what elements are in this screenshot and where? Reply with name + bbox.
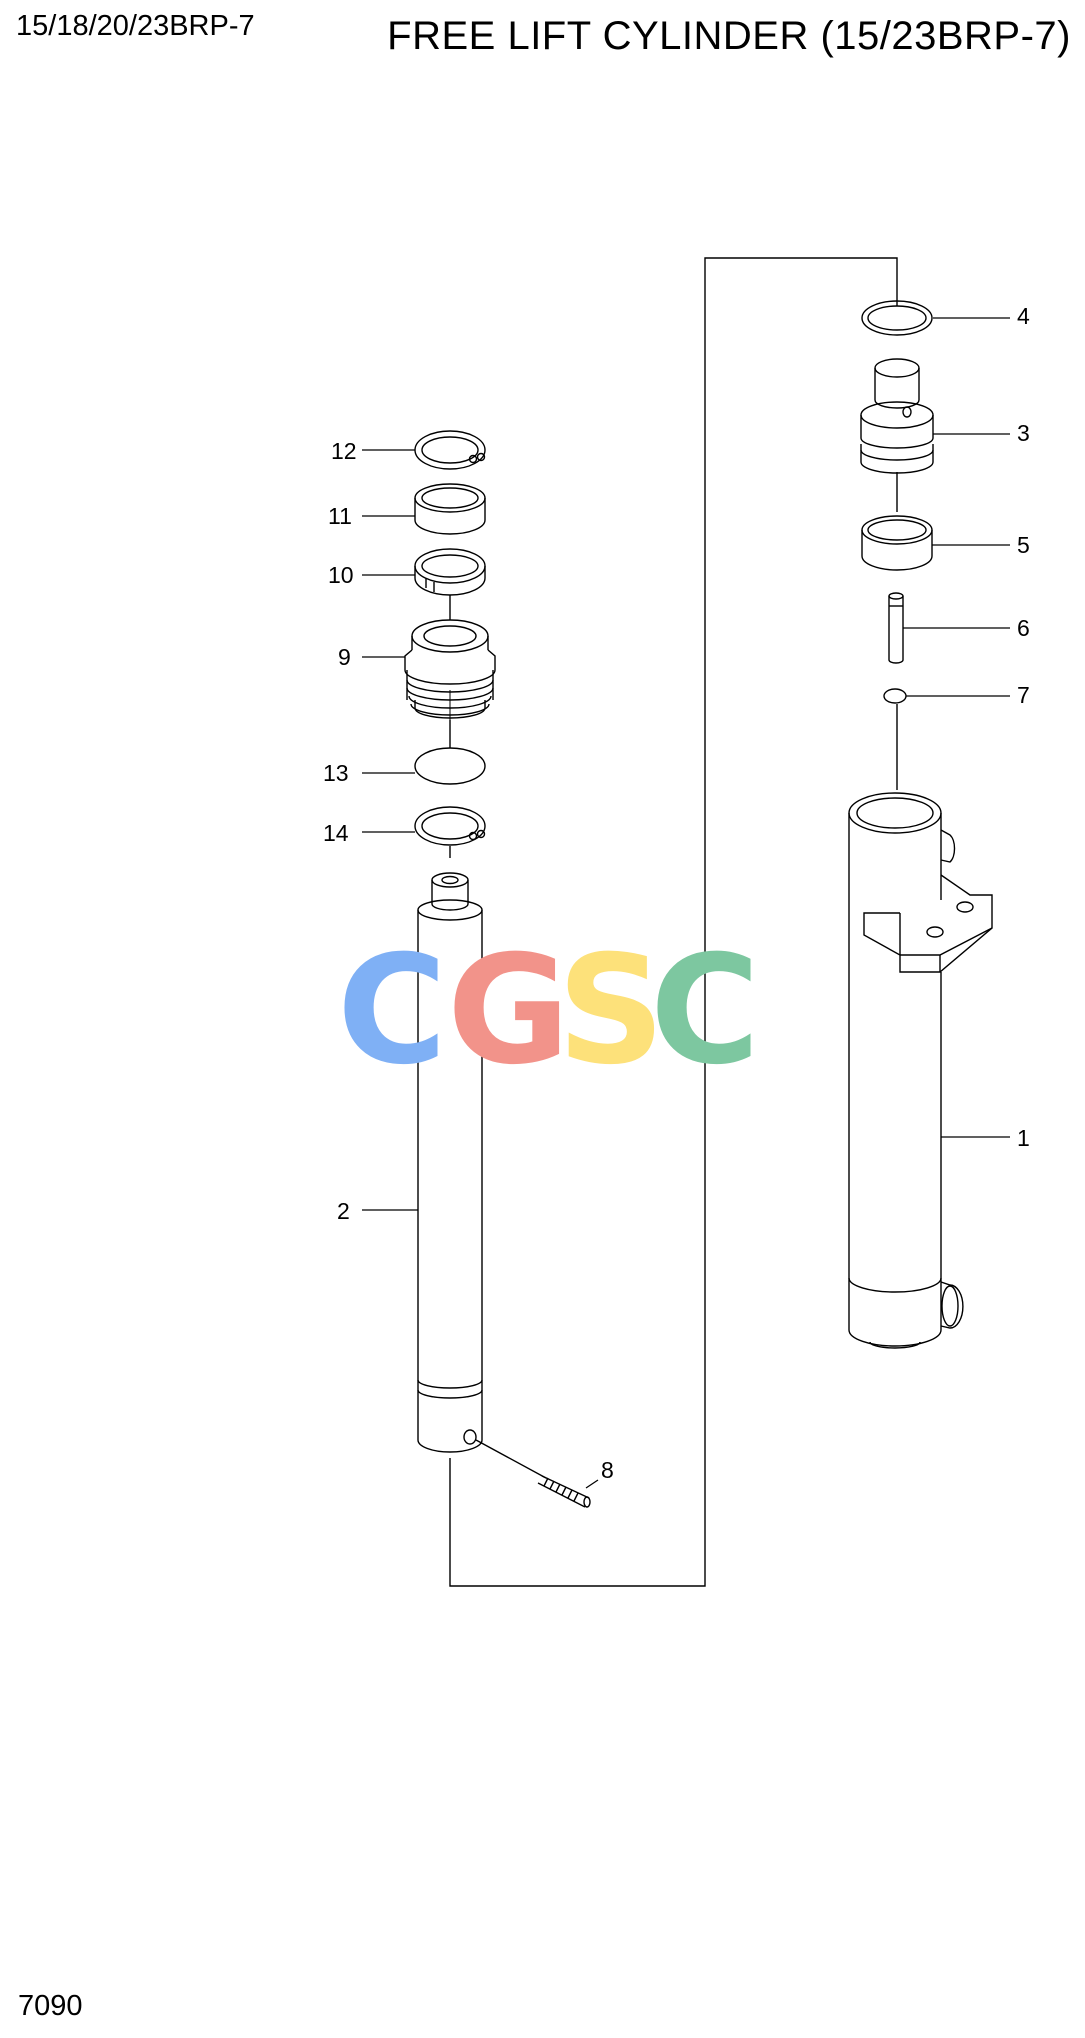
callout-11: 11 <box>328 503 352 529</box>
callout-12: 12 <box>331 438 357 464</box>
watermark-letter-g: G <box>447 924 570 1098</box>
part-10-split-ring <box>414 548 486 596</box>
part-7-o-ring <box>883 688 907 704</box>
callout-4: 4 <box>1017 303 1030 329</box>
callout-3: 3 <box>1017 420 1030 446</box>
callout-14: 14 <box>323 820 349 846</box>
part-4-ring <box>861 300 933 336</box>
callout-5: 5 <box>1017 532 1030 558</box>
part-1-cylinder-tube <box>848 792 993 1349</box>
callout-1: 1 <box>1017 1125 1030 1151</box>
part-6-pin <box>888 592 904 664</box>
watermark-letter-s: S <box>557 924 665 1098</box>
part-12-snap-ring <box>414 430 486 470</box>
callout-13: 13 <box>323 760 349 786</box>
callout-2: 2 <box>337 1198 350 1224</box>
callout-9: 9 <box>338 644 351 670</box>
part-2-plunger <box>417 872 483 1453</box>
callout-8: 8 <box>601 1457 614 1483</box>
cgsc-watermark: C G S C <box>337 924 760 1098</box>
callout-7: 7 <box>1017 682 1030 708</box>
callout-10: 10 <box>328 562 354 588</box>
part-3-piston <box>860 358 934 474</box>
part-11-bushing <box>414 483 486 535</box>
callout-6: 6 <box>1017 615 1030 641</box>
part-8-set-screw <box>475 1439 591 1508</box>
watermark-letter-c1: C <box>337 924 447 1098</box>
part-13-o-ring <box>414 747 486 785</box>
callout-leaders <box>362 317 1010 1489</box>
diagram-title: FREE LIFT CYLINDER (15/23BRP-7) <box>387 14 1071 58</box>
watermark-letter-c2: C <box>650 924 760 1098</box>
part-9-gland <box>404 619 496 720</box>
part-14-snap-ring <box>414 806 486 846</box>
assembly-loop-line <box>449 257 898 1587</box>
part-5-bushing <box>861 515 933 571</box>
model-code: 15/18/20/23BRP-7 <box>16 10 255 42</box>
page-code: 7090 <box>18 1990 83 2022</box>
callout-numbers: 1 2 3 4 5 6 7 8 9 10 11 12 13 14 <box>323 303 1030 1483</box>
